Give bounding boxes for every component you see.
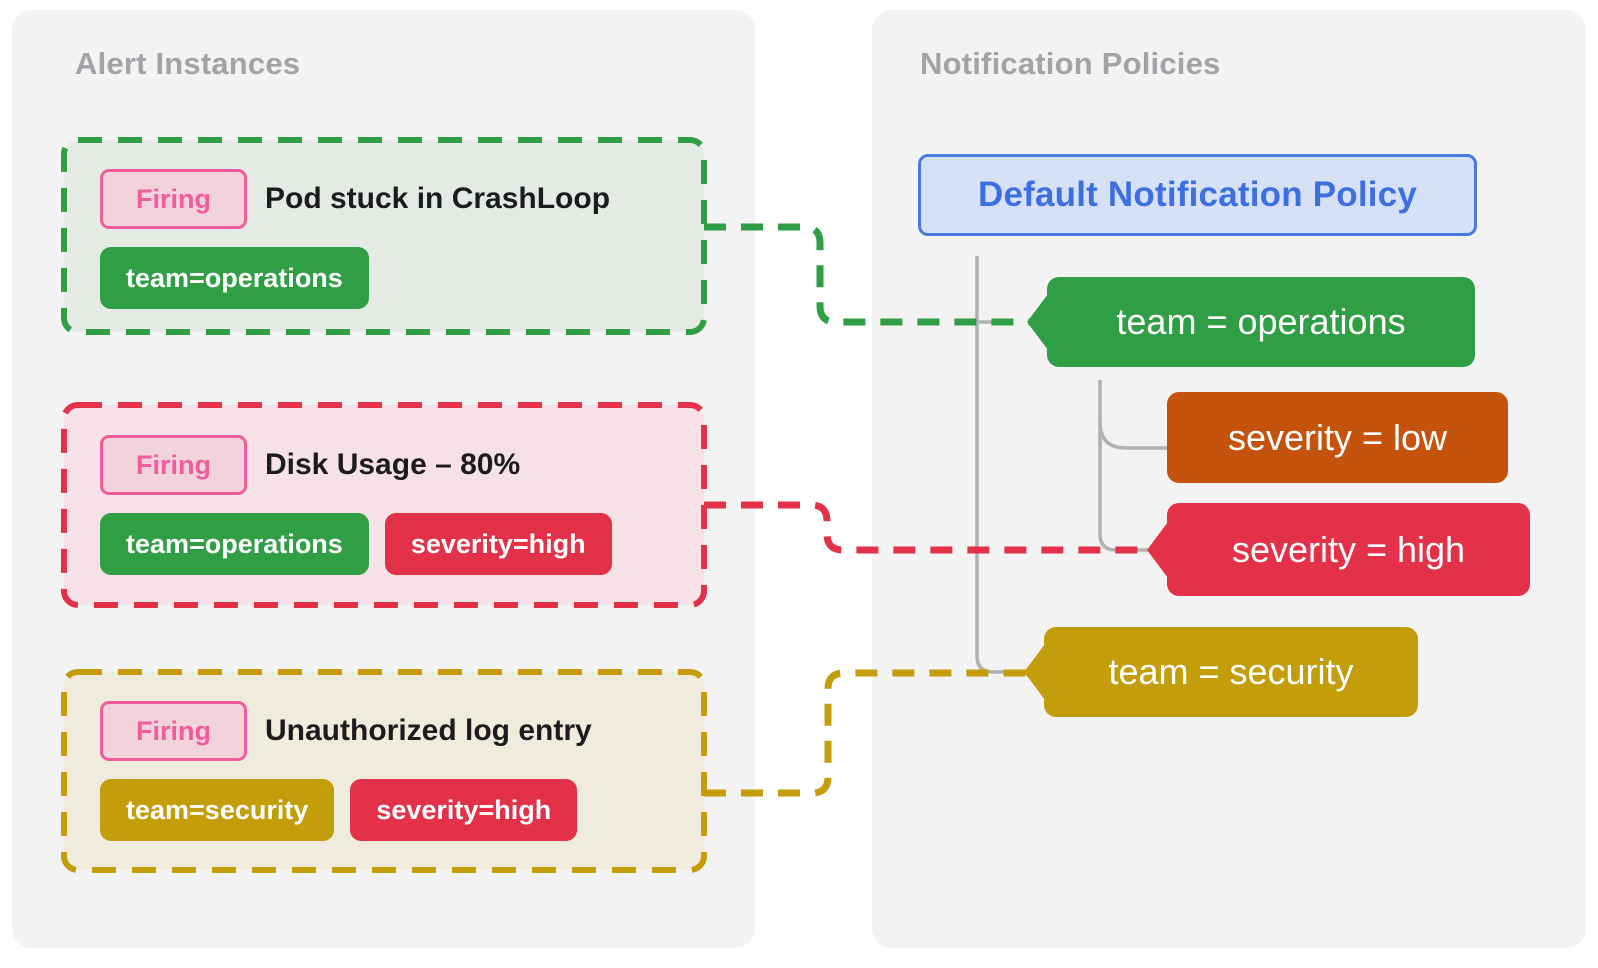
alert-title: Unauthorized log entry — [265, 714, 592, 747]
label-severity-high: severity=high — [350, 779, 578, 841]
default-notification-policy-node: Default Notification Policy — [918, 154, 1477, 236]
notch-arrow-icon — [1024, 644, 1045, 700]
label-team-security: team=security — [100, 779, 335, 841]
label-team-operations: team=operations — [100, 513, 369, 575]
matcher-label: team = security — [1108, 651, 1354, 692]
notification-policies-title: Notification Policies — [920, 46, 1221, 81]
card-content-crashloop: Firing Pod stuck in CrashLoop team=opera… — [100, 169, 610, 309]
alert-instances-title: Alert Instances — [75, 46, 301, 81]
alert-title: Disk Usage – 80% — [265, 448, 521, 481]
card-content-unauthorized: Firing Unauthorized log entry team=secur… — [100, 701, 592, 841]
card-content-disk-usage: Firing Disk Usage – 80% team=operations … — [100, 435, 612, 575]
label-team-operations: team=operations — [100, 247, 369, 309]
label-severity-high: severity=high — [384, 513, 612, 575]
notch-arrow-icon — [1147, 521, 1168, 578]
matcher-severity-low: severity = low — [1167, 392, 1508, 483]
alert-title: Pod stuck in CrashLoop — [265, 182, 611, 215]
matcher-team-security: team = security — [1024, 627, 1418, 717]
matcher-label: severity = low — [1227, 416, 1448, 458]
matcher-team-operations: team = operations — [1027, 277, 1475, 367]
notch-arrow-icon — [1027, 294, 1048, 350]
status-badge: Firing — [100, 169, 247, 229]
status-badge: Firing — [100, 701, 247, 761]
matcher-severity-high: severity = high — [1147, 503, 1530, 596]
matcher-label: severity = high — [1231, 528, 1466, 570]
status-badge: Firing — [100, 435, 247, 495]
matcher-label: team = operations — [1116, 301, 1406, 342]
